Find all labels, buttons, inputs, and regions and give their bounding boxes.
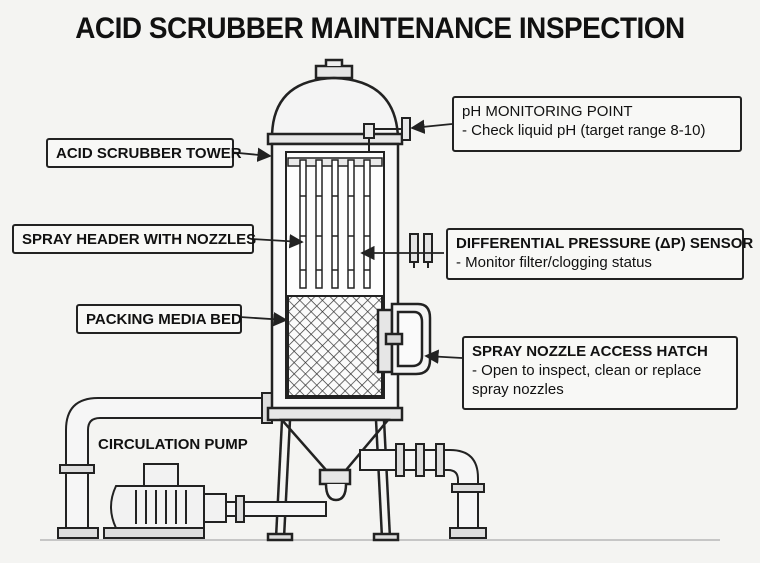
label-packing: PACKING MEDIA BED	[76, 304, 242, 334]
label-tower-text: ACID SCRUBBER TOWER	[56, 145, 242, 162]
leader-ph	[410, 119, 453, 134]
access-hatch	[376, 302, 432, 376]
label-dp-sub: - Monitor filter/clogging status	[456, 254, 652, 271]
label-dp-head: DIFFERENTIAL PRESSURE (ΔP) SENSOR	[456, 235, 754, 252]
dp-sensor-device	[409, 233, 433, 268]
label-ph: pH MONITORING POINT - Check liquid pH (t…	[452, 96, 742, 152]
leader-hatch	[424, 349, 463, 364]
ph-probe	[363, 117, 411, 152]
outlet-pipe-right	[359, 443, 487, 539]
label-packing-text: PACKING MEDIA BED	[86, 311, 242, 328]
label-tower: ACID SCRUBBER TOWER	[46, 138, 242, 168]
tower-cone	[266, 406, 404, 502]
label-hatch: SPRAY NOZZLE ACCESS HATCH - Open to insp…	[462, 336, 738, 410]
label-hatch-sub1: - Open to inspect, clean or replace	[472, 362, 702, 379]
leader-lines	[227, 119, 463, 364]
label-spray-header-text: SPRAY HEADER WITH NOZZLES	[22, 231, 257, 248]
leader-tower	[227, 147, 272, 162]
label-ph-head: pH MONITORING POINT	[462, 103, 633, 120]
label-pump: CIRCULATION PUMP	[98, 436, 248, 453]
packing-media-bed	[287, 295, 383, 397]
label-ph-sub: - Check liquid pH (target range 8-10)	[462, 122, 706, 139]
tower-dome	[266, 58, 404, 146]
page-title: ACID SCRUBBER MAINTENANCE INSPECTION	[75, 12, 685, 45]
label-spray-header: SPRAY HEADER WITH NOZZLES	[12, 224, 257, 254]
spray-header-pipes	[287, 157, 383, 289]
label-dp: DIFFERENTIAL PRESSURE (ΔP) SENSOR - Moni…	[446, 228, 754, 280]
circulation-pump	[103, 463, 327, 539]
label-hatch-head: SPRAY NOZZLE ACCESS HATCH	[472, 343, 708, 360]
leader-packing	[239, 311, 288, 327]
leader-spray-header	[251, 234, 304, 249]
label-hatch-sub2: spray nozzles	[472, 381, 564, 398]
tower-legs	[266, 419, 400, 542]
